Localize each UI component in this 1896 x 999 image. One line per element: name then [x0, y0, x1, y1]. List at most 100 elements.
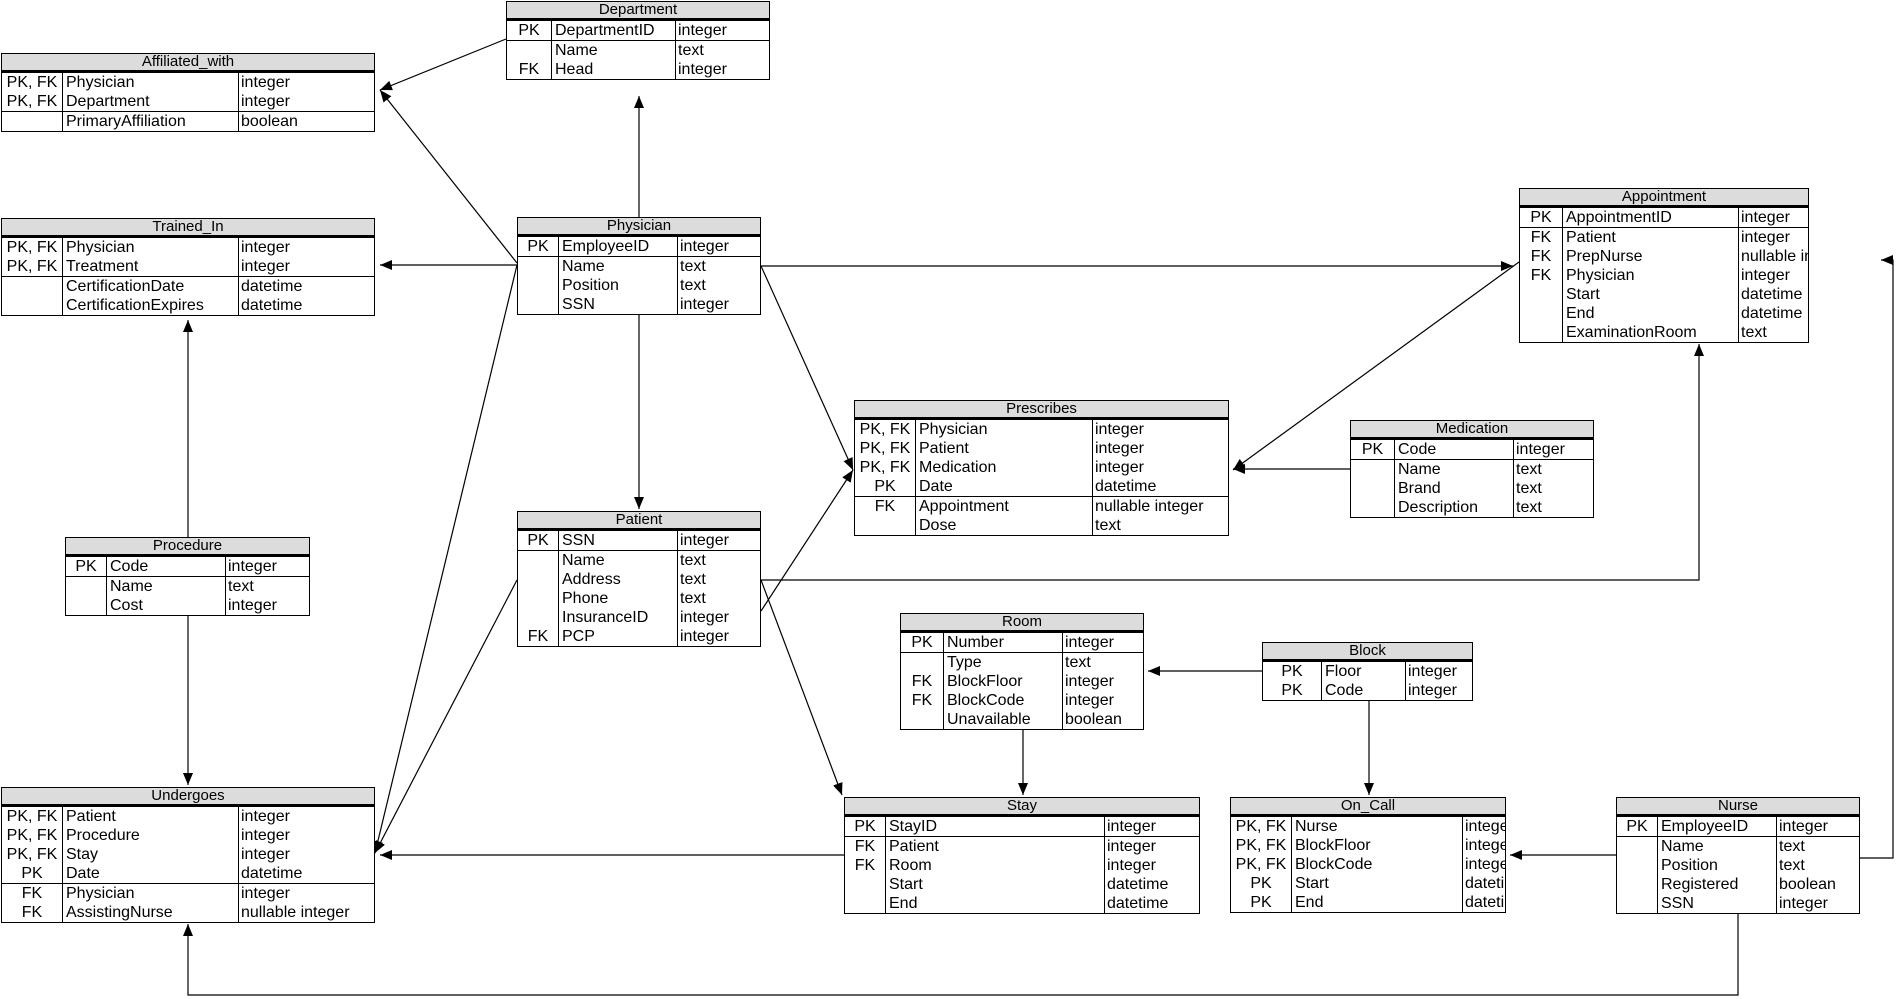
relationship-arrow-patient-to-stay [760, 579, 843, 796]
key-cell: PK, FK [855, 420, 916, 439]
key-cell: PK [507, 21, 552, 40]
attribute-type: integer [241, 258, 290, 275]
key-cell: FK [2, 903, 63, 922]
attribute-name: AssistingNurse [63, 903, 239, 922]
entity-title: On_Call [1231, 798, 1505, 817]
relationship-arrow-nurse-to-appointment [1860, 255, 1894, 859]
key-cell: PK, FK [1231, 855, 1292, 874]
key-cell: FK [845, 856, 886, 875]
attribute-name: Name [1658, 837, 1777, 856]
attribute-name: Name [107, 577, 226, 596]
key-cell: PK [1231, 893, 1292, 912]
attribute-type: integer [241, 808, 290, 825]
attribute-type: integer [680, 609, 729, 626]
key-cell [518, 570, 559, 589]
key-cell [1520, 285, 1563, 304]
attribute-type: text [1095, 517, 1121, 534]
entity-title: Room [901, 614, 1143, 633]
attribute-name: StayID [886, 817, 1105, 836]
attribute-type: boolean [241, 113, 298, 130]
attribute-type: integer [680, 238, 729, 255]
attribute-type: integer [680, 628, 729, 645]
attribute-type: text [680, 571, 706, 588]
attribute-type: integer [241, 827, 290, 844]
attribute-name: Date [63, 864, 239, 883]
key-cell: PK, FK [2, 826, 63, 845]
entity-title: Appointment [1520, 189, 1808, 208]
attribute-name: BlockCode [1292, 855, 1463, 874]
attribute-type: integer [241, 93, 290, 110]
attribute-name: Procedure [63, 826, 239, 845]
attribute-name: Start [1563, 285, 1739, 304]
attribute-name: Appointment [916, 497, 1093, 516]
key-cell [518, 257, 559, 276]
key-cell [2, 277, 63, 296]
attribute-type: integer [1065, 634, 1114, 651]
attribute-name: Code [1322, 681, 1406, 700]
key-cell: PK [1617, 817, 1658, 836]
key-cell [1617, 894, 1658, 913]
attribute-name: ExaminationRoom [1563, 323, 1739, 342]
attribute-name: EmployeeID [1658, 817, 1777, 836]
attribute-type: datetime [241, 278, 303, 295]
key-cell: PK [1263, 662, 1322, 681]
attribute-name: End [1563, 304, 1739, 323]
attribute-name: Date [916, 477, 1093, 496]
attribute-type: text [1516, 480, 1542, 497]
entity-title: Prescribes [855, 401, 1228, 420]
attribute-name: Type [944, 653, 1063, 672]
key-cell: PK [855, 477, 916, 496]
key-cell: PK, FK [2, 73, 63, 92]
entity-title: Nurse [1617, 798, 1859, 817]
entity-title: Stay [845, 798, 1199, 817]
attribute-type: boolean [1779, 876, 1836, 893]
attribute-name: SSN [1658, 894, 1777, 913]
relationship-arrow-department-to-affiliated-with [379, 38, 507, 91]
attribute-name: Floor [1322, 662, 1406, 681]
entity-title: Physician [518, 218, 760, 237]
attribute-type: integer [241, 846, 290, 863]
entity-title: Affiliated_with [2, 54, 374, 73]
attribute-type: text [1779, 857, 1805, 874]
attribute-name: CertificationExpires [63, 296, 239, 315]
key-cell [901, 653, 944, 672]
attribute-type: text [1065, 654, 1091, 671]
entity-title: Procedure [66, 538, 309, 557]
key-cell [518, 295, 559, 314]
attribute-name: Position [559, 276, 678, 295]
attribute-type: nullable integer [1095, 498, 1204, 515]
attribute-name: CertificationDate [63, 277, 239, 296]
key-cell: PK, FK [2, 257, 63, 276]
key-cell [1617, 875, 1658, 894]
attribute-type: datetime [1107, 876, 1169, 893]
attribute-type: integer [1065, 673, 1114, 690]
key-cell [507, 41, 552, 60]
attribute-type: datetime [241, 297, 303, 314]
attribute-type: integer [1779, 895, 1828, 912]
